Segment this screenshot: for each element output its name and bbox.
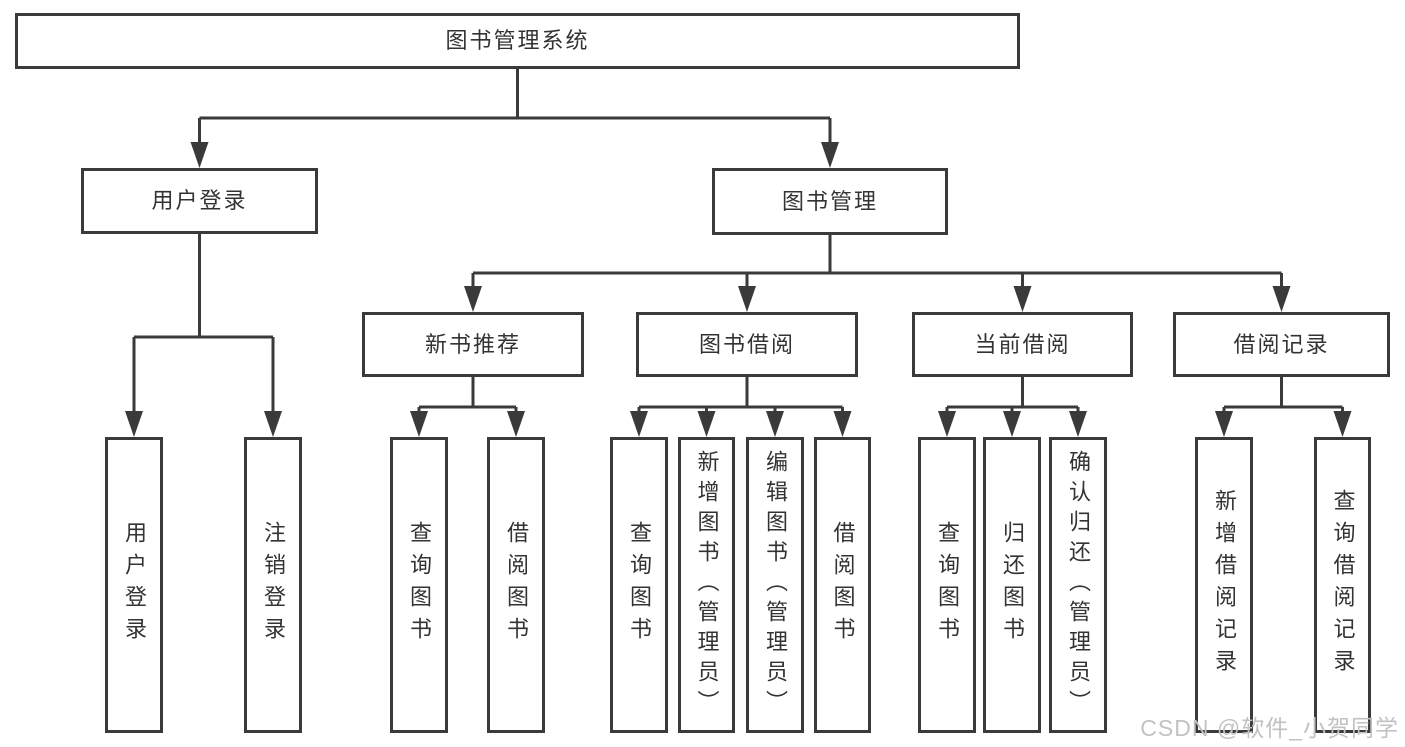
leaf-confirm-return-admin: 确认归还（管理员） xyxy=(1049,437,1107,733)
leaf-label: 查询图书 xyxy=(407,521,432,649)
leaf-query-borrow-record: 查询借阅记录 xyxy=(1314,437,1371,733)
leaf-query-books-borrow: 查询图书 xyxy=(610,437,668,733)
leaf-query-books-current: 查询图书 xyxy=(918,437,976,733)
leaf-label: 借阅图书 xyxy=(504,521,529,649)
leaf-label: 查询图书 xyxy=(935,521,960,649)
node-current-borrow: 当前借阅 xyxy=(912,312,1133,377)
leaf-label: 注销登录 xyxy=(261,521,286,649)
leaf-logout-login: 注销登录 xyxy=(244,437,302,733)
leaf-borrow-books-borrow: 借阅图书 xyxy=(814,437,871,733)
leaf-add-books-admin: 新增图书（管理员） xyxy=(678,437,735,733)
csdn-watermark: CSDN @软件_小贺同学 xyxy=(1140,715,1399,741)
leaf-query-books-newbook: 查询图书 xyxy=(390,437,448,733)
leaf-label: 新增图书（管理员） xyxy=(694,450,720,720)
node-borrow-records: 借阅记录 xyxy=(1173,312,1390,377)
node-book-management: 图书管理 xyxy=(712,168,948,235)
leaf-label: 归还图书 xyxy=(1000,521,1025,649)
leaf-borrow-books-newbook: 借阅图书 xyxy=(487,437,545,733)
node-book-borrow: 图书借阅 xyxy=(636,312,858,377)
leaf-label: 编辑图书（管理员） xyxy=(763,450,788,720)
node-new-book-recommend: 新书推荐 xyxy=(362,312,584,377)
leaf-add-borrow-record: 新增借阅记录 xyxy=(1195,437,1253,733)
leaf-label: 查询借阅记录 xyxy=(1330,489,1356,681)
leaf-label: 确认归还（管理员） xyxy=(1066,450,1091,720)
leaf-label: 查询图书 xyxy=(627,521,652,649)
node-user-login: 用户登录 xyxy=(81,168,318,234)
leaf-label: 用户登录 xyxy=(122,521,147,649)
leaf-edit-books-admin: 编辑图书（管理员） xyxy=(746,437,804,733)
leaf-return-books: 归还图书 xyxy=(983,437,1041,733)
leaf-user-login: 用户登录 xyxy=(105,437,163,733)
leaf-label: 新增借阅记录 xyxy=(1212,489,1237,681)
node-root: 图书管理系统 xyxy=(15,13,1020,69)
leaf-label: 借阅图书 xyxy=(830,521,856,649)
